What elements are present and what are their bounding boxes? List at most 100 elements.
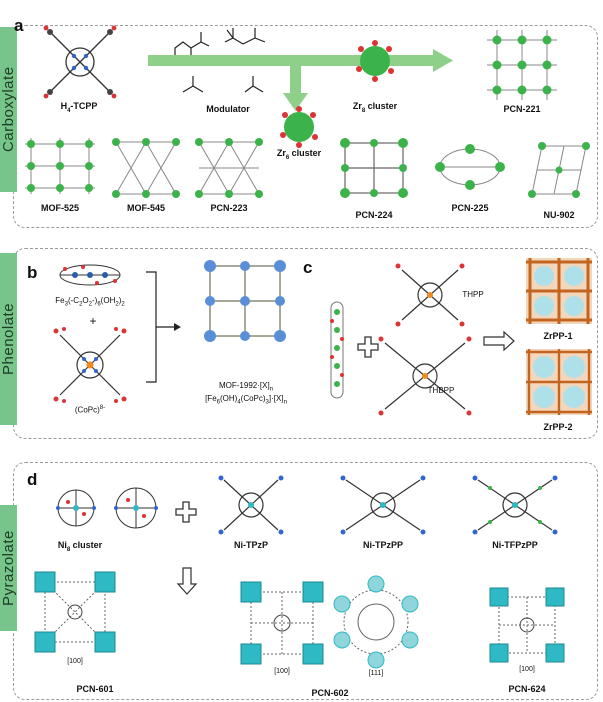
zr6-suffix: cluster — [289, 148, 322, 158]
reaction-arrow-c — [483, 330, 515, 352]
thpp-molecule — [395, 263, 465, 327]
thbpp-molecule — [378, 336, 472, 416]
fe3-text: Fe — [55, 296, 65, 305]
pcn-221-framework — [487, 30, 557, 100]
h4-tcpp-molecule — [43, 25, 117, 99]
framework-label-mof-525: MOF-525 — [40, 203, 80, 213]
down-arrow-icon — [176, 567, 198, 595]
framework-label-nu-902: NU-902 — [543, 210, 575, 220]
h4-tcpp-label: H4-TCPP — [61, 101, 98, 114]
fe3-cluster — [59, 264, 121, 286]
panel-letter-a: a — [14, 16, 24, 35]
sidebar-pyrazolate: Pyrazolate — [0, 505, 17, 631]
zrpp-1-label: ZrPP-1 — [543, 331, 573, 341]
zrpp-2-label: ZrPP-2 — [543, 422, 573, 432]
tcpp-text: -TCPP — [70, 101, 98, 111]
framework-label-pcn-601: PCN-601 — [76, 684, 114, 694]
fe3-sub2: 2 — [79, 301, 83, 308]
fe3-sub6: 2 — [121, 301, 125, 308]
fe3-sub3: 2 — [88, 301, 93, 308]
h4-text: H — [60, 101, 68, 111]
fe6-end: ]·[X] — [268, 394, 284, 403]
mof-525-framework — [25, 138, 95, 194]
zr8-suffix: cluster — [365, 101, 398, 111]
fe3-mid2: O — [82, 296, 89, 305]
fe6-sub1: 6 — [216, 399, 220, 406]
fe3-mid3: -) — [92, 296, 98, 305]
plus-sign-b: + — [89, 314, 97, 328]
mof-1992-text: MOF-1992·[X] — [218, 381, 270, 390]
fe3-cluster-label: Fe3(-C2O2-)6(OH2)2 — [55, 296, 124, 308]
thbpp-label: THBPP — [427, 386, 455, 395]
pcn-601-direction: [100] — [67, 658, 83, 665]
copc-label: (CoPc)8- — [75, 405, 105, 415]
panel-letter-b: b — [27, 263, 38, 282]
mof-1992-label-line1: MOF-1992·[X]n — [219, 381, 273, 393]
ligand-label-ni-tfpzpp: Ni-TFPzPP — [492, 540, 538, 550]
modulator-label: Modulator — [206, 104, 250, 114]
zr8-cluster — [356, 40, 394, 82]
pcn-602-direction-100: [100] — [274, 668, 290, 675]
thpp-label: THPP — [462, 290, 484, 299]
copc-sup: 8- — [99, 405, 106, 411]
pcn-624-framework — [489, 587, 565, 663]
ni8-suffix: cluster — [70, 540, 103, 550]
mof-545-framework — [112, 138, 180, 198]
pcn-602-framework-100 — [240, 581, 324, 665]
fe6-mid: (OH) — [219, 394, 238, 403]
plus-icon-d — [175, 501, 197, 523]
copc-text: (CoPc) — [74, 405, 100, 415]
pcn-223-framework — [195, 138, 263, 198]
ni8-cluster — [56, 487, 158, 529]
panel-letter-c: c — [303, 258, 313, 277]
framework-label-pcn-225: PCN-225 — [451, 203, 489, 213]
pcn-624-direction: [100] — [519, 666, 535, 673]
zr6-sub: 6 — [285, 154, 290, 161]
framework-label-pcn-221: PCN-221 — [503, 104, 541, 114]
zrpp-2-framework — [526, 349, 592, 415]
fe3-end: ) — [118, 296, 122, 305]
sidebar-carboxylate: Carboxylate — [0, 27, 17, 192]
fe3-mid4: (OH — [100, 296, 116, 305]
pcn-225-framework — [435, 144, 505, 190]
fe6-mid2: (CoPc) — [240, 394, 266, 403]
ni8-label: Ni8 cluster — [58, 540, 102, 553]
ni-tpzp-molecule — [218, 475, 284, 535]
ni8-text: Ni — [57, 540, 67, 550]
ligand-label-ni-tpzp: Ni-TPzP — [233, 540, 269, 550]
bracket-arrow-b — [146, 271, 181, 383]
pcn-602-direction-111: [111] — [368, 670, 384, 677]
framework-label-mof-545: MOF-545 — [126, 203, 166, 213]
fe3-sub1: 3 — [64, 301, 68, 308]
plus-icon — [357, 336, 379, 358]
fe3-sub4: 6 — [97, 301, 101, 308]
fe6-sub4: n — [283, 399, 287, 406]
framework-label-pcn-602: PCN-602 — [311, 688, 349, 698]
pcn-602-framework-111 — [333, 575, 419, 669]
nu-902-framework — [528, 142, 590, 198]
synthesis-arrows — [148, 49, 453, 111]
panel-letter-d: d — [27, 470, 38, 489]
zr6-label: Zr6 cluster — [277, 148, 321, 161]
zr8-sub: 8 — [361, 107, 366, 114]
sidebar-phenolate: Phenolate — [0, 253, 17, 425]
fe6-sub3: 3 — [265, 399, 269, 406]
zr8-text: Zr — [352, 101, 362, 111]
pcn-601-framework — [34, 571, 116, 653]
mof-1992-framework — [204, 260, 286, 342]
zr8-label: Zr8 cluster — [353, 101, 397, 114]
zr6-text: Zr — [276, 148, 286, 158]
fe3-mid: (-C — [67, 296, 80, 305]
zr6-cluster — [280, 106, 318, 148]
pcn-224-framework — [340, 138, 408, 198]
zrpp-1-framework — [526, 258, 592, 324]
framework-label-pcn-224: PCN-224 — [355, 210, 393, 220]
fe6-sub2: 4 — [237, 399, 241, 406]
framework-label-pcn-223: PCN-223 — [210, 203, 248, 213]
ni-tpzpp-molecule — [340, 475, 426, 535]
framework-label-pcn-624: PCN-624 — [508, 684, 546, 694]
h4-sub: 4 — [67, 107, 71, 114]
zr-rod-cluster — [330, 301, 344, 399]
ni-tfpzpp-molecule — [472, 475, 558, 535]
ni8-sub: 8 — [66, 546, 71, 553]
